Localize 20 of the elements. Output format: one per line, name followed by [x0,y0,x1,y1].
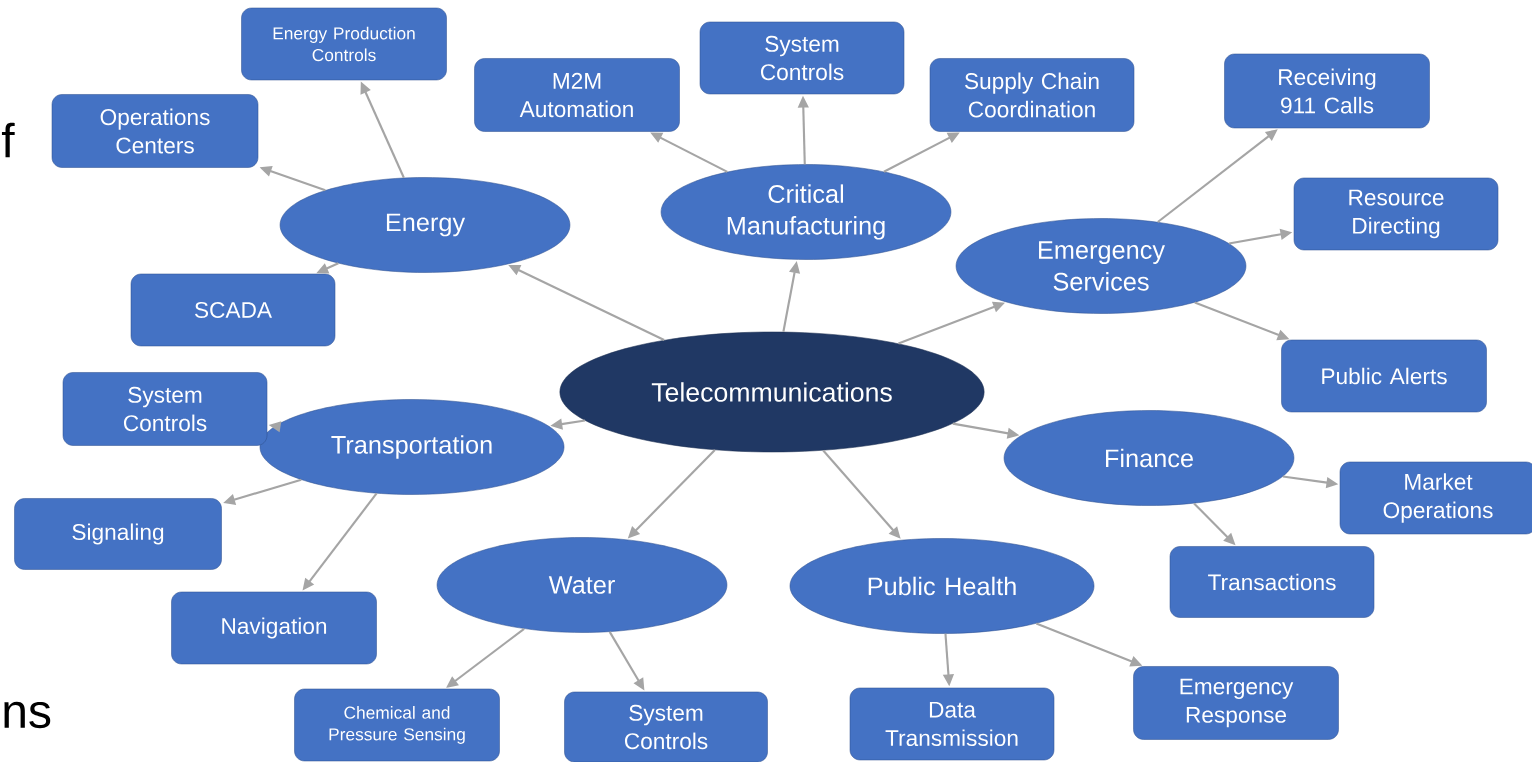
function-box: Navigation [171,591,377,665]
function-box: System Controls [564,691,768,762]
function-box: Data Transmission [849,687,1055,761]
function-box: SCADA [130,273,336,347]
function-box: Supply Chain Coordination [929,58,1135,132]
arrow [822,449,901,539]
function-box: Receiving 911 Calls [1224,53,1430,129]
function-box: Chemical and Pressure Sensing [294,688,500,762]
function-box: Energy Production Controls [241,7,447,81]
cut-off-text: ns [4,701,51,729]
function-box: Public Alerts [1281,339,1487,413]
function-box: M2M Automation [474,58,680,132]
function-box: Transactions [1169,546,1375,618]
function-box: System Controls [62,372,268,446]
function-box: System Controls [699,21,905,95]
function-box: Signaling [14,498,222,570]
function-box: Emergency Response [1133,666,1339,740]
function-box: Market Operations [1339,461,1532,535]
function-box: Resource Directing [1293,177,1499,251]
function-box: Operations Centers [51,94,259,168]
